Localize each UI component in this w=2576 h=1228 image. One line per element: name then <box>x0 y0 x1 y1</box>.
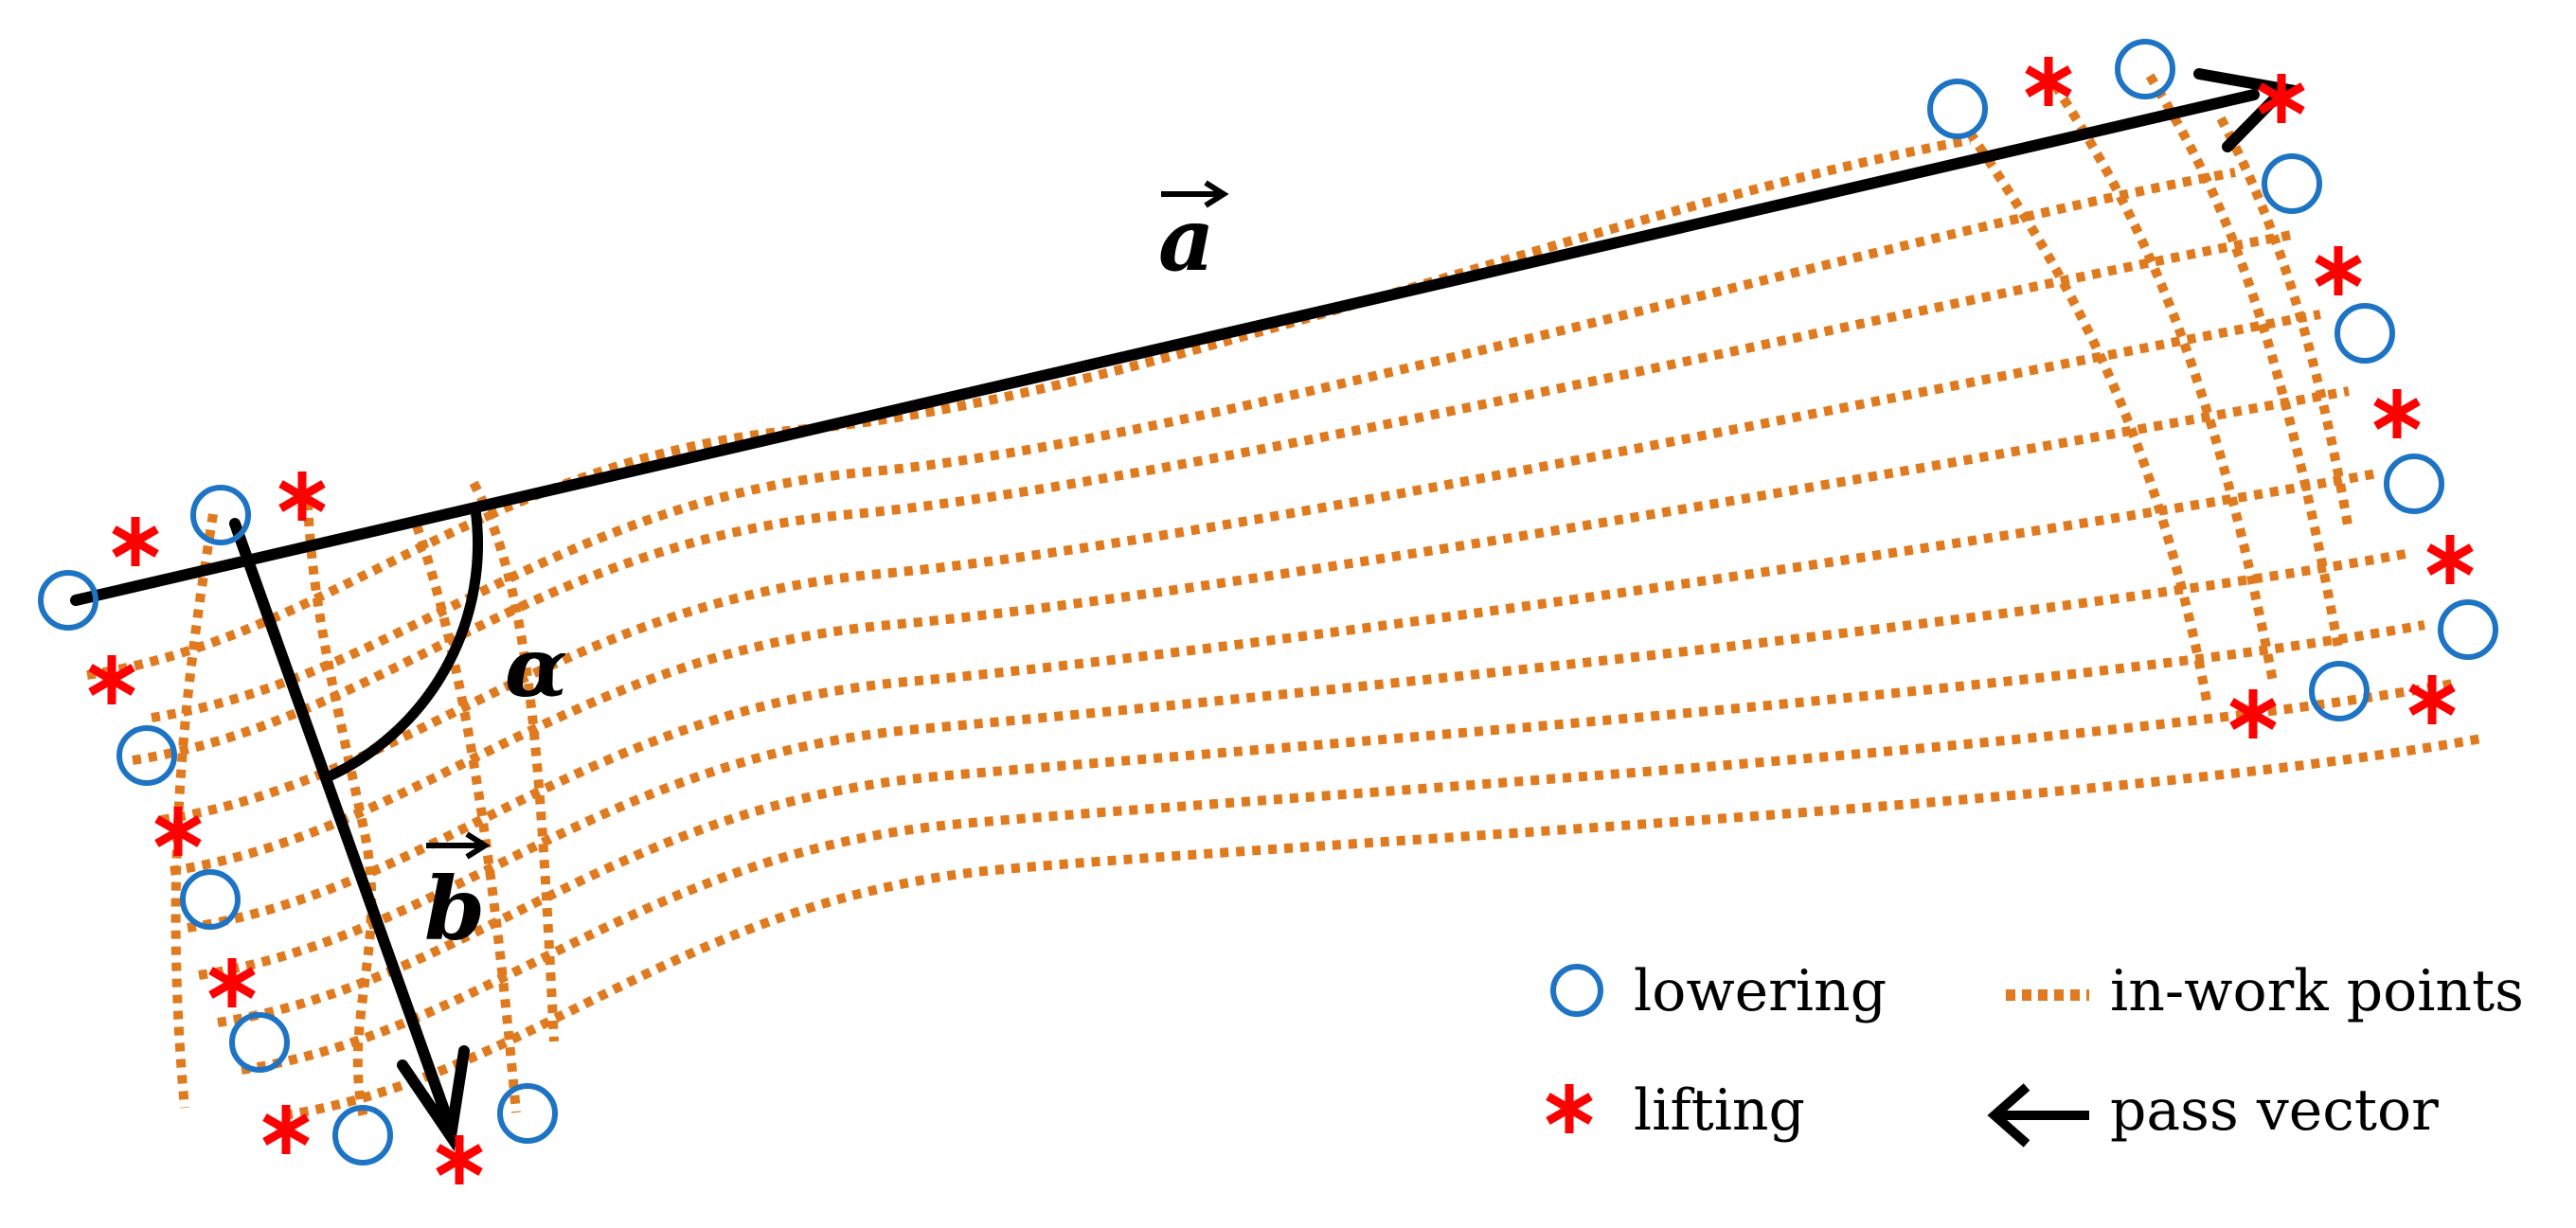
lowering-markers <box>38 39 2498 1166</box>
vector-b <box>229 518 470 1151</box>
label-alpha: α <box>505 620 567 716</box>
cross-pass-line <box>1965 130 2211 702</box>
lifting-marker <box>2429 535 2472 584</box>
long-pass-line <box>217 620 2425 1027</box>
vector-b-shaft <box>229 518 456 1134</box>
vector-b-arrowhead <box>397 1045 470 1151</box>
long-pass-line <box>151 168 2236 722</box>
legend-lifting-label: lifting <box>1634 1077 1805 1144</box>
lifting-marker <box>2376 389 2419 438</box>
label-a-arrow-head <box>1204 180 1229 208</box>
long-pass-line <box>283 734 2482 1120</box>
lowering-marker <box>2438 599 2498 660</box>
label-b-text: b <box>424 858 485 960</box>
cross-pass-line <box>303 501 377 1124</box>
lowering-marker <box>1927 79 1988 139</box>
vector-a <box>70 68 2297 606</box>
cross-pass-line <box>2216 116 2353 531</box>
cross-pass-line <box>412 524 521 1113</box>
long-pass-line <box>198 549 2406 980</box>
label-b-arrow-head <box>465 831 491 860</box>
long-pass-line <box>170 386 2350 876</box>
lifting-marker <box>438 1135 481 1184</box>
lowering-marker <box>2262 153 2322 214</box>
lowering-marker <box>332 1105 393 1166</box>
legend-lowering-icon <box>1550 964 1603 1017</box>
lowering-marker <box>38 570 98 631</box>
lifting-marker <box>115 517 157 566</box>
lifting-marker <box>2317 246 2360 295</box>
long-pass-line <box>132 230 2293 765</box>
lifting-marker <box>2028 57 2070 106</box>
lowering-marker <box>2309 661 2370 721</box>
legend: lowering lifting in-work points pass vec… <box>1548 958 2524 1148</box>
lowering-marker <box>2115 39 2175 99</box>
lowering-marker <box>116 725 177 786</box>
cross-pass-line <box>469 480 559 1042</box>
legend-in-work-points-label: in-work points <box>2110 958 2524 1024</box>
angle-alpha-arc <box>322 508 483 784</box>
label-a-text: a <box>1158 188 1215 291</box>
lowering-marker <box>2384 454 2444 514</box>
cross-pass-lines <box>170 73 2353 1124</box>
legend-lowering-label: lowering <box>1634 958 1887 1024</box>
long-pass-line <box>241 679 2454 1075</box>
label-a: a <box>1158 180 1229 291</box>
label-b: b <box>424 831 491 960</box>
legend-lifting-icon <box>1548 1084 1591 1133</box>
lowering-marker <box>190 485 251 545</box>
lifting-marker <box>281 472 324 521</box>
lifting-marker <box>91 655 134 704</box>
legend-pass-vector-icon <box>1987 1083 2089 1148</box>
long-pass-lines <box>86 135 2482 1120</box>
lowering-marker <box>2334 303 2395 364</box>
lowering-marker <box>497 1083 558 1144</box>
lowering-marker <box>180 869 241 930</box>
lowering-marker <box>229 1012 290 1073</box>
vector-a-shaft <box>70 89 2260 606</box>
long-pass-line <box>160 310 2321 825</box>
vector-a-arrowhead <box>2193 68 2297 152</box>
long-pass-line <box>187 469 2378 933</box>
legend-pass-vector-label: pass vector <box>2110 1077 2439 1144</box>
cross-pass-line <box>170 513 218 1109</box>
